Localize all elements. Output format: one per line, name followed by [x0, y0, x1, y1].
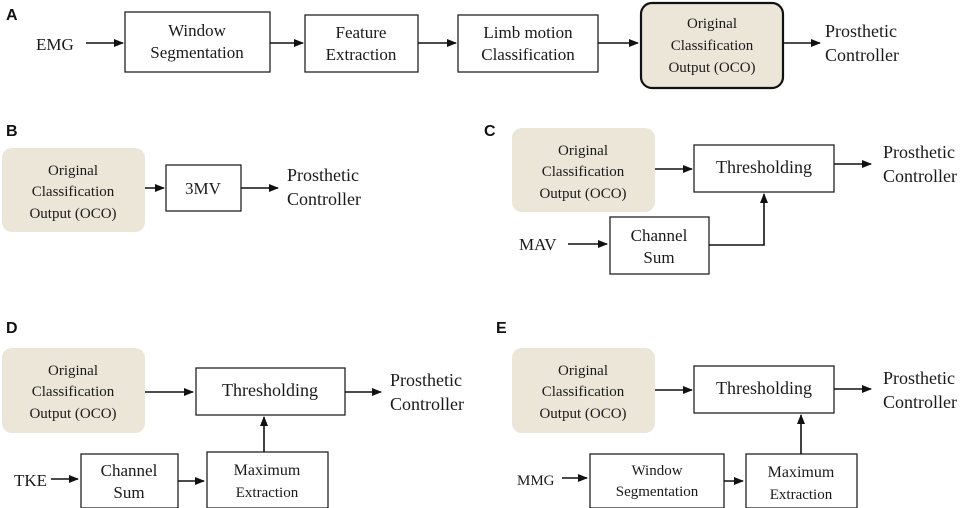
prosthetic-controller-e-line1: Prosthetic	[883, 368, 955, 388]
3mv-box	[165, 164, 242, 212]
oco-box-c	[512, 128, 655, 212]
oco-d-line3: Output (OCO)	[29, 406, 116, 422]
thresholding-e-label: Thresholding	[716, 378, 812, 398]
3mv-label: 3MV	[185, 179, 222, 198]
maximum-d-line2: Extraction	[236, 485, 299, 501]
feature-extraction-line1: Feature	[336, 23, 387, 42]
window-segmentation-line2: Segmentation	[150, 43, 244, 62]
thresholding-c-label: Thresholding	[716, 157, 812, 177]
oco-b-line1: Original	[48, 163, 98, 179]
limb-motion-line1: Limb motion	[483, 23, 573, 42]
maximum-extraction-box-d	[206, 451, 329, 508]
prosthetic-controller-a-line2: Controller	[825, 45, 899, 65]
thresholding-d-label: Thresholding	[222, 380, 318, 400]
oco-e-line3: Output (OCO)	[539, 406, 626, 422]
panel-d: D Original Classification Output (OCO) T…	[2, 320, 464, 508]
feature-extraction-box	[304, 14, 419, 73]
oco-c-line1: Original	[558, 143, 608, 159]
window-segmentation-e-line2: Segmentation	[616, 484, 699, 500]
limb-motion-classification-box	[457, 14, 599, 73]
panel-a-label: A	[6, 7, 18, 24]
oco-b-line3: Output (OCO)	[29, 206, 116, 222]
channel-sum-d-line1: Channel	[101, 461, 158, 480]
prosthetic-controller-c-line1: Prosthetic	[883, 142, 955, 162]
oco-e-line1: Original	[558, 363, 608, 379]
oco-b-line2: Classification	[32, 184, 115, 200]
channel-sum-d-line2: Sum	[113, 483, 144, 502]
arrow-channel-sum-to-thresholding-c	[709, 193, 768, 246]
oco-box-b	[2, 148, 145, 232]
prosthetic-controller-d-line2: Controller	[390, 394, 464, 414]
oco-box-a	[639, 1, 785, 90]
thresholding-box-e	[693, 365, 835, 414]
oco-a-line2: Classification	[671, 38, 754, 54]
panel-c-label: C	[484, 123, 496, 140]
window-segmentation-box-e	[589, 453, 725, 508]
prosthetic-controller-a-line1: Prosthetic	[825, 21, 897, 41]
window-segmentation-box	[124, 11, 271, 73]
emg-input-label: EMG	[36, 35, 74, 54]
prosthetic-controller-b-line1: Prosthetic	[287, 165, 359, 185]
channel-sum-c-line1: Channel	[631, 226, 688, 245]
prosthetic-controller-b-line2: Controller	[287, 189, 361, 209]
limb-motion-line2: Classification	[481, 45, 575, 64]
prosthetic-controller-e-line2: Controller	[883, 392, 957, 412]
oco-d-line1: Original	[48, 363, 98, 379]
panel-d-label: D	[6, 320, 18, 337]
mav-input-label: MAV	[519, 235, 557, 254]
maximum-e-line1: Maximum	[768, 464, 835, 481]
oco-d-line2: Classification	[32, 384, 115, 400]
oco-box-d	[2, 348, 145, 433]
maximum-d-line1: Maximum	[234, 462, 301, 479]
thresholding-box-d	[195, 367, 346, 416]
window-segmentation-e-line1: Window	[631, 463, 682, 479]
oco-a-line3: Output (OCO)	[668, 60, 755, 76]
mmg-input-label: MMG	[517, 473, 555, 489]
panel-b: B Original Classification Output (OCO) 3…	[2, 123, 361, 232]
panel-c: C Original Classification Output (OCO) T…	[484, 123, 957, 275]
channel-sum-box-c	[609, 216, 710, 275]
channel-sum-c-line2: Sum	[643, 248, 674, 267]
oco-c-line3: Output (OCO)	[539, 186, 626, 202]
oco-a-line1: Original	[687, 16, 737, 32]
panel-e: E Original Classification Output (OCO) T…	[496, 320, 957, 508]
prosthetic-controller-c-line2: Controller	[883, 166, 957, 186]
window-segmentation-line1: Window	[168, 21, 227, 40]
panel-b-label: B	[6, 123, 18, 140]
feature-extraction-line2: Extraction	[326, 45, 397, 64]
tke-input-label: TKE	[14, 471, 47, 490]
oco-c-line2: Classification	[542, 164, 625, 180]
panel-e-label: E	[496, 320, 507, 337]
panel-a: A EMG Window Segmentation Feature Extrac…	[6, 1, 899, 90]
channel-sum-box-d	[80, 453, 179, 508]
oco-e-line2: Classification	[542, 384, 625, 400]
thresholding-box-c	[693, 144, 835, 193]
maximum-e-line2: Extraction	[770, 487, 833, 503]
oco-box-e	[512, 348, 655, 433]
prosthetic-controller-d-line1: Prosthetic	[390, 370, 462, 390]
